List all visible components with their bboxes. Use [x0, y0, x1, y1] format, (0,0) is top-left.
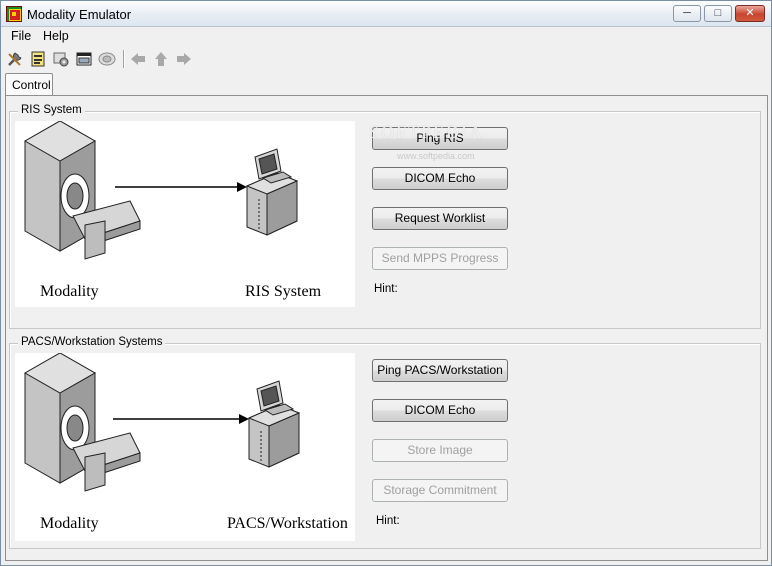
- app-icon[interactable]: [6, 6, 22, 22]
- tools-icon[interactable]: [6, 50, 24, 68]
- softpedia-watermark: SOFTPEDIA: [369, 122, 485, 142]
- minimize-button[interactable]: ─: [673, 5, 701, 22]
- pacs-workstation-icon: [247, 380, 301, 468]
- storage-icon[interactable]: [98, 50, 116, 68]
- modality-scanner-icon: [23, 120, 141, 260]
- pacs-dicom-echo-button[interactable]: DICOM Echo: [372, 399, 508, 422]
- pacs-workstation-label: PACS/Workstation: [227, 515, 348, 532]
- pacs-diagram: Modality PACS/Workstation: [15, 352, 355, 541]
- window-icon[interactable]: [75, 50, 93, 68]
- menu-bar: File Help: [1, 27, 771, 46]
- send-mpps-progress-button[interactable]: Send MPPS Progress: [372, 247, 508, 270]
- softpedia-watermark-url: www.softpedia.com: [397, 151, 475, 161]
- pacs-modality-label: Modality: [40, 515, 99, 532]
- window-title: Modality Emulator: [27, 7, 132, 22]
- pacs-hint-label: Hint:: [376, 515, 400, 527]
- ris-arrow-head: [237, 182, 247, 192]
- ris-system-label: RIS System: [245, 283, 322, 300]
- ris-diagram: Modality RIS System: [15, 120, 355, 307]
- ping-pacs-workstation-button[interactable]: Ping PACS/Workstation: [372, 359, 508, 382]
- request-worklist-button[interactable]: Request Worklist: [372, 207, 508, 230]
- ris-workstation-icon: [245, 148, 299, 236]
- ris-system-group: RIS System: [9, 104, 761, 329]
- store-image-button[interactable]: Store Image: [372, 439, 508, 462]
- ris-dicom-echo-button[interactable]: DICOM Echo: [372, 167, 508, 190]
- pacs-workstation-group: PACS/Workstation Systems: [9, 336, 761, 549]
- storage-commitment-button[interactable]: Storage Commitment: [372, 479, 508, 502]
- ris-hint-label: Hint:: [374, 283, 398, 295]
- worklist-icon[interactable]: [29, 50, 47, 68]
- settings-icon[interactable]: [52, 50, 70, 68]
- ris-modality-label: Modality: [40, 283, 99, 300]
- title-bar[interactable]: Modality Emulator ─ □ ✕: [1, 1, 771, 27]
- pacs-arrow-head: [239, 414, 249, 424]
- menu-file[interactable]: File: [11, 29, 32, 43]
- arrow-left-icon[interactable]: [129, 50, 147, 68]
- ris-group-title: RIS System: [18, 104, 85, 116]
- arrow-right-icon[interactable]: [175, 50, 193, 68]
- close-button[interactable]: ✕: [735, 5, 765, 22]
- tab-control[interactable]: Control: [5, 73, 53, 96]
- ping-ris-button[interactable]: Ping RIS: [372, 127, 508, 150]
- arrow-up-icon[interactable]: [152, 50, 170, 68]
- toolbar-separator: [123, 50, 125, 68]
- toolbar: [1, 46, 771, 72]
- pacs-diagram-graphic: [23, 352, 301, 492]
- control-tab-panel: RIS System: [5, 95, 768, 561]
- maximize-button[interactable]: □: [704, 5, 732, 22]
- pacs-group-title: PACS/Workstation Systems: [18, 336, 166, 348]
- ris-diagram-graphic: [23, 120, 299, 260]
- modality-scanner-icon: [23, 352, 141, 492]
- menu-help[interactable]: Help: [43, 29, 69, 43]
